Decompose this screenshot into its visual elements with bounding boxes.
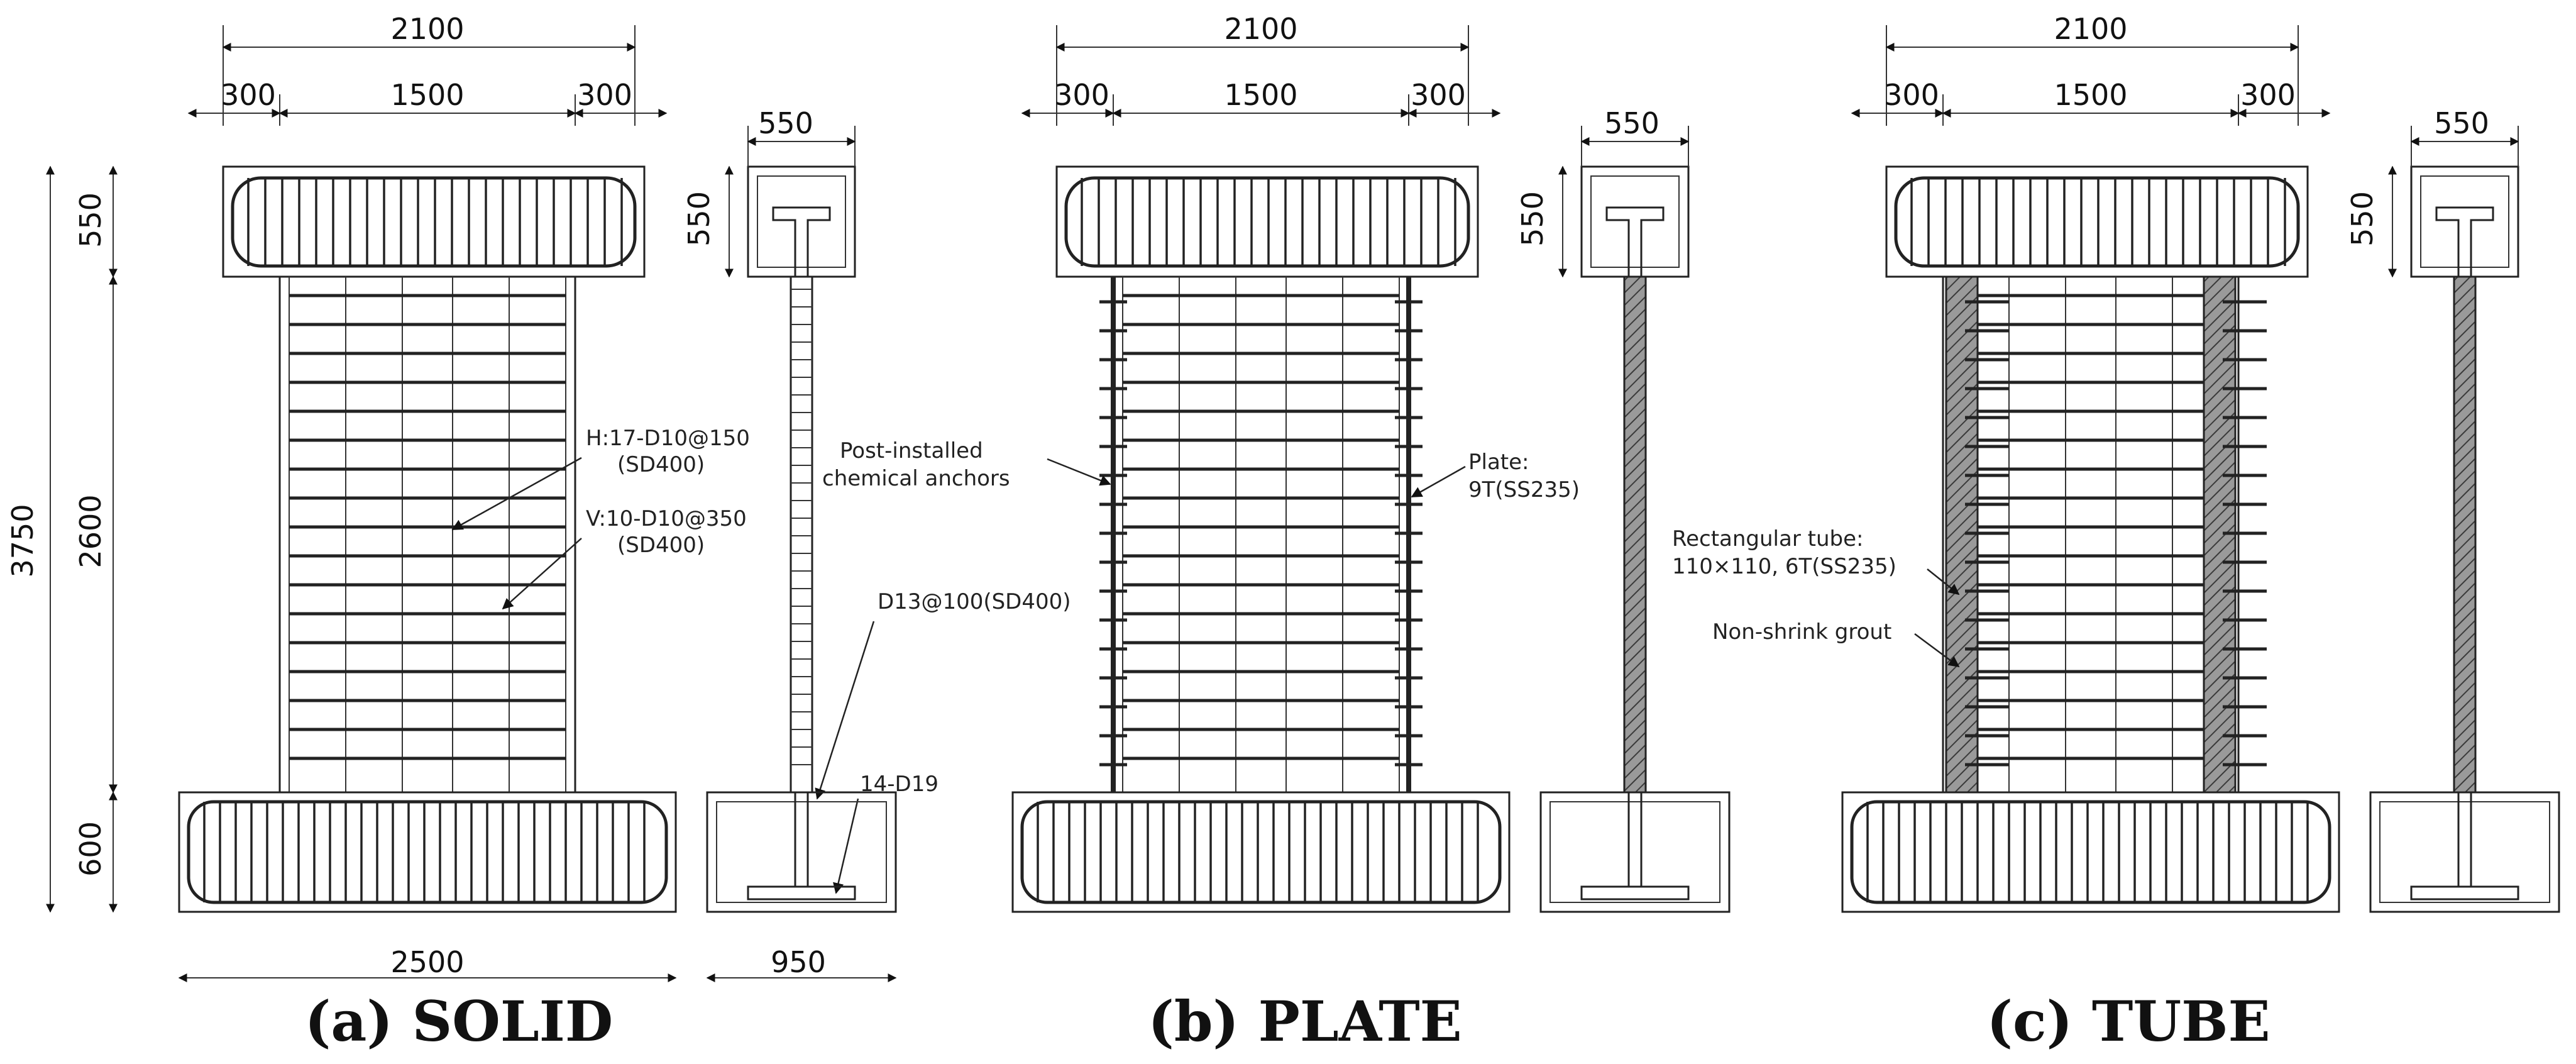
wall-section <box>706 126 897 913</box>
note-anchor-line2: chemical anchors <box>822 466 1010 491</box>
section-top-tee <box>1605 206 1665 278</box>
note-vertical-grade: (SD400) <box>617 533 705 558</box>
dim-section-height: 550 <box>2345 191 2379 247</box>
note-tube-line1: Rectangular tube: <box>1672 526 1863 551</box>
wall-elevation <box>1011 25 1511 913</box>
top-beam-rebar-cage <box>1064 176 1470 268</box>
footing-outline <box>178 791 677 913</box>
footing-rebar-cage <box>187 800 668 904</box>
dim-top-beam: 550 <box>74 192 107 248</box>
section-bottom-tee <box>1580 791 1690 901</box>
leader-horizontal <box>451 457 582 531</box>
dim-footing-height: 600 <box>74 821 107 877</box>
footing-rebar-cage <box>1850 800 2331 904</box>
dim-section-width: 550 <box>2434 106 2489 140</box>
panel-tube: 2100 300 1500 300 550 550 Rectangular tu… <box>1672 12 2560 1054</box>
leader-tube <box>1927 568 1960 596</box>
dim-section-height: 550 <box>682 191 716 247</box>
panel-plate: 2100 300 1500 300 550 550 Post-installed… <box>822 12 1731 1054</box>
section-top-tee <box>2435 206 2494 278</box>
top-beam-outline <box>222 165 646 278</box>
section-top-outline <box>2410 165 2519 278</box>
note-tube-line2: 110×110, 6T(SS235) <box>1672 554 1896 579</box>
top-beam-outline <box>1885 165 2309 278</box>
note-horizontal-rebar: H:17-D10@150 <box>586 426 750 451</box>
section-top-tee <box>772 206 831 278</box>
wall-elevation <box>1841 25 2340 913</box>
section-top-hoop <box>1590 175 1680 268</box>
caption-solid: (a) SOLID <box>305 989 614 1054</box>
top-beam-outline <box>1055 165 1479 278</box>
section-bottom-tee <box>2410 791 2519 901</box>
dim-top-total: 2100 <box>2054 12 2127 46</box>
dim-top-mid: 1500 <box>1224 78 1297 112</box>
wall-section <box>1539 126 1731 913</box>
note-vertical-rebar: V:10-D10@350 <box>586 506 747 531</box>
dim-wall-height: 2600 <box>74 494 107 568</box>
dim-bottom-footing: 2500 <box>390 945 464 979</box>
dim-section-width: 550 <box>1604 106 1660 140</box>
note-grout: Non-shrink grout <box>1712 619 1891 645</box>
wall-section <box>2369 126 2560 913</box>
note-tie-rebar: D13@100(SD400) <box>878 589 1071 614</box>
dim-section-width: 550 <box>758 106 813 140</box>
note-plate-line2: 9T(SS235) <box>1468 477 1580 502</box>
section-bottom-hoop <box>1549 801 1720 903</box>
caption-tube: (c) TUBE <box>1986 989 2270 1054</box>
note-anchor-line1: Post-installed <box>840 438 983 463</box>
top-beam-rebar-cage <box>1894 176 2300 268</box>
note-plate-line1: Plate: <box>1468 450 1529 475</box>
leader-main <box>833 798 859 894</box>
dim-bottom-section: 950 <box>771 945 826 979</box>
section-top-hoop <box>757 175 846 268</box>
dim-section-height: 550 <box>1516 191 1549 247</box>
leader-grout <box>1914 633 1960 668</box>
footing-outline <box>1011 791 1511 913</box>
dim-top-right: 300 <box>2240 78 2296 112</box>
section-bottom-outline <box>2369 791 2560 913</box>
caption-plate: (b) PLATE <box>1148 989 1462 1054</box>
section-top-outline <box>1580 165 1690 278</box>
dim-top-mid: 1500 <box>2054 78 2127 112</box>
section-web <box>1623 275 1647 794</box>
section-top-hoop <box>2420 175 2509 268</box>
section-bottom-outline <box>1539 791 1731 913</box>
section-bottom-outline <box>706 791 897 913</box>
leader-anchor <box>1047 458 1111 486</box>
leader-plate <box>1411 465 1466 498</box>
section-bottom-hoop <box>2379 801 2550 903</box>
section-bottom-tee <box>747 791 856 901</box>
section-top-outline <box>747 165 856 278</box>
leader-vertical <box>502 538 582 610</box>
top-beam-rebar-cage <box>231 176 637 268</box>
note-horizontal-grade: (SD400) <box>617 452 705 477</box>
panel-solid: 2100 300 1500 300 550 550 3750 550 2600 … <box>6 12 1071 1054</box>
section-web <box>2453 275 2477 794</box>
dim-top-total: 2100 <box>390 12 464 46</box>
note-main-rebar: 14-D19 <box>860 772 938 797</box>
section-web <box>790 275 813 794</box>
dim-top-total: 2100 <box>1224 12 1297 46</box>
wall-elevation <box>46 25 897 982</box>
dim-top-mid: 1500 <box>390 78 464 112</box>
section-bottom-hoop <box>716 801 887 903</box>
footing-rebar-cage <box>1020 800 1502 904</box>
dim-height-total: 3750 <box>6 504 40 577</box>
dim-top-left: 300 <box>1054 78 1109 112</box>
dim-top-left: 300 <box>221 78 276 112</box>
dim-top-right: 300 <box>577 78 632 112</box>
dim-top-right: 300 <box>1411 78 1466 112</box>
dim-top-left: 300 <box>1884 78 1939 112</box>
footing-outline <box>1841 791 2340 913</box>
leader-tie <box>815 621 875 800</box>
